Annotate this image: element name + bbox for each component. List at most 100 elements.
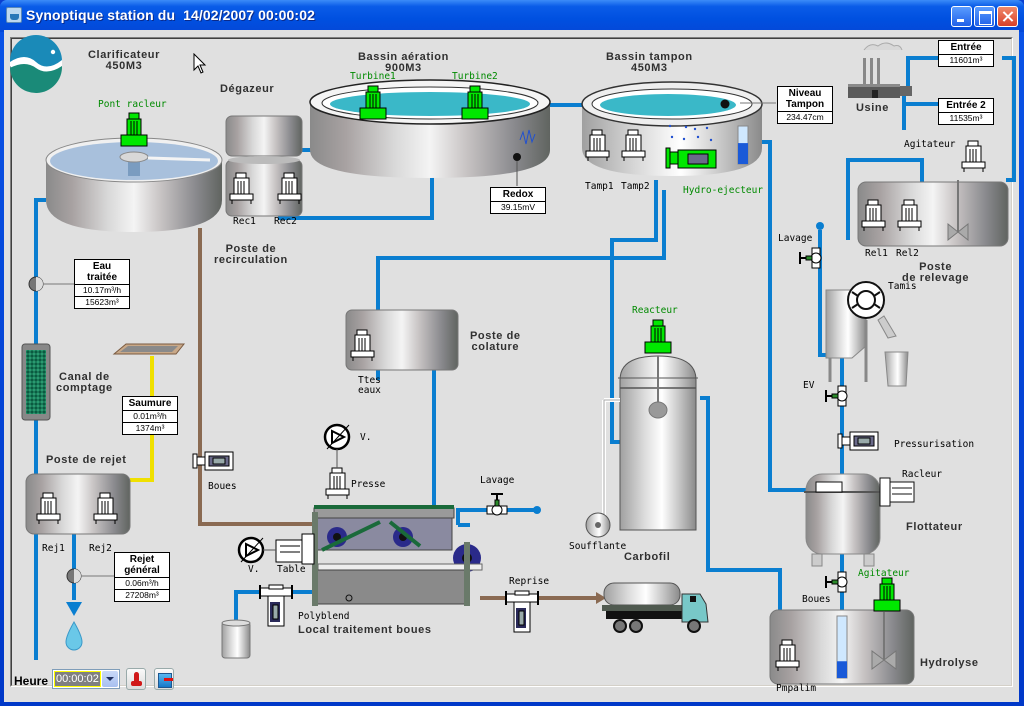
soufflante-blower[interactable] — [585, 398, 620, 538]
water-drop-icon — [65, 620, 83, 651]
saumure-tray — [112, 343, 186, 355]
reprise-pump[interactable] — [505, 590, 539, 633]
label-rej1: Rej1 — [42, 543, 65, 554]
polyblend-pump[interactable] — [259, 584, 293, 627]
usine-factory-icon — [848, 42, 912, 98]
polymer-tank — [221, 619, 251, 659]
heure-value[interactable]: 00:00:02 — [54, 671, 101, 687]
stamp-button[interactable] — [126, 668, 146, 690]
turbine1-motor[interactable] — [359, 85, 387, 120]
entree2-value: 11535m³ — [949, 113, 983, 123]
presse-motor[interactable] — [325, 467, 350, 500]
entree-panel[interactable]: Entrée 11601m³ — [938, 40, 994, 67]
flowmeter-icon — [66, 568, 114, 584]
rel1-pump[interactable] — [861, 199, 886, 232]
lavage-relevage-valve[interactable] — [799, 247, 822, 269]
wash-inlet-node — [533, 506, 541, 514]
tamp1-pump[interactable] — [585, 129, 610, 162]
tamp2-pump[interactable] — [621, 129, 646, 162]
waste-bin-icon — [884, 351, 909, 387]
window-title: Synoptique station du 14/02/2007 00:00:0… — [26, 7, 315, 23]
clarificateur-tank[interactable] — [45, 137, 223, 232]
label-lavage-relevage: Lavage — [778, 233, 813, 244]
label-lavage-presse: Lavage — [480, 475, 515, 486]
label-local-boues: Local traitement boues — [298, 624, 432, 636]
label-reprise: Reprise — [509, 576, 550, 587]
saumure-volume: 1374m³ — [135, 423, 165, 433]
eau-traitee-title: Eau traitée — [75, 260, 129, 285]
mouse-cursor-icon — [193, 53, 207, 74]
rej2-pump[interactable] — [93, 492, 118, 525]
rejet-general-debit: 0.06m³/h — [115, 578, 169, 590]
title-bar[interactable]: Synoptique station du 14/02/2007 00:00:0… — [0, 0, 1024, 32]
eau-traitee-volume: 15623m³ — [85, 297, 119, 307]
label-poste-colature: Poste de colature — [470, 330, 521, 353]
label-bassin-tampon: Bassin tampon 450M3 — [606, 51, 693, 74]
label-tamp1: Tamp1 — [585, 181, 614, 192]
chevron-down-icon[interactable] — [102, 671, 118, 687]
label-table: Table — [277, 564, 306, 575]
hydro-ejecteur-pump[interactable] — [665, 147, 717, 169]
entree-value: 11601m³ — [949, 55, 983, 65]
lavage-presse-valve[interactable] — [486, 493, 508, 516]
heure-dropdown[interactable]: 00:00:02 — [52, 669, 120, 689]
canal-comptage — [21, 343, 51, 421]
saumure-panel[interactable]: Saumure 0.01m³/h 1374m³ — [122, 396, 178, 435]
pont-racleur-motor[interactable] — [120, 112, 148, 147]
maximize-button[interactable] — [974, 6, 995, 27]
pressurisation-pump[interactable] — [837, 431, 879, 451]
wash-inlet-node — [816, 222, 824, 230]
boues-pump[interactable] — [192, 451, 234, 471]
hydrolyse-level-gauge — [836, 615, 848, 679]
ev-valve[interactable] — [825, 385, 848, 407]
poste-relevage-tank[interactable] — [857, 180, 1009, 247]
ttes-eaux-pump[interactable] — [350, 329, 375, 362]
agitateur-relevage-motor[interactable] — [961, 140, 986, 173]
flowmeter-icon — [28, 276, 74, 292]
label-carbofil: Carbofil — [624, 551, 671, 563]
racleur-motor[interactable] — [879, 477, 915, 507]
turbine2-motor[interactable] — [461, 85, 489, 120]
bassin-tampon-tank[interactable] — [581, 81, 776, 176]
pmpalim-pump[interactable] — [775, 639, 800, 672]
close-button[interactable] — [997, 6, 1018, 27]
label-rec1: Rec1 — [233, 216, 256, 227]
reacteur-motor[interactable] — [644, 319, 672, 354]
boues-hydrolyse-valve[interactable] — [825, 571, 848, 593]
flottateur-tank[interactable] — [804, 473, 882, 567]
label-poste-relevage: Poste de relevage — [902, 261, 970, 284]
label-usine: Usine — [856, 102, 889, 114]
presse-speed-gauge-icon — [323, 423, 351, 451]
niveau-tampon-value: 234.47cm — [786, 112, 824, 122]
redox-value: 39.15mV — [500, 202, 536, 212]
entree2-title: Entrée 2 — [939, 99, 993, 113]
label-boues-hydrolyse: Boues — [802, 594, 831, 605]
label-flottateur: Flottateur — [906, 521, 963, 533]
label-presse: Presse — [351, 479, 386, 490]
tamis-screen[interactable] — [825, 281, 897, 382]
entree2-panel[interactable]: Entrée 2 11535m³ — [938, 98, 994, 125]
rejet-general-panel[interactable]: Rejet général 0.06m³/h 27208m³ — [114, 552, 170, 602]
table-motor[interactable] — [275, 533, 315, 565]
label-hydrolyse: Hydrolyse — [920, 657, 979, 669]
label-soufflante: Soufflante — [569, 541, 627, 552]
eau-traitee-panel[interactable]: Eau traitée 10.17m³/h 15623m³ — [74, 259, 130, 309]
rec2-pump[interactable] — [277, 172, 302, 205]
agitateur-hydrolyse-motor[interactable] — [873, 577, 901, 612]
label-table-v: V. — [248, 564, 260, 575]
rel2-pump[interactable] — [897, 199, 922, 232]
label-agitateur-relevage: Agitateur — [904, 139, 956, 150]
rej1-pump[interactable] — [36, 492, 61, 525]
rec1-pump[interactable] — [229, 172, 254, 205]
label-ev: EV — [803, 380, 815, 391]
niveau-tampon-panel[interactable]: Niveau Tampon 234.47cm — [777, 86, 833, 124]
presse-belt-filter[interactable] — [312, 505, 483, 606]
label-presse-v: V. — [360, 432, 372, 443]
exit-button[interactable] — [154, 668, 174, 690]
carbofil-reactor[interactable] — [618, 355, 698, 531]
redox-panel[interactable]: Redox 39.15mV — [490, 187, 546, 214]
minimize-button[interactable] — [951, 6, 972, 27]
redox-probe-icon — [519, 129, 536, 145]
